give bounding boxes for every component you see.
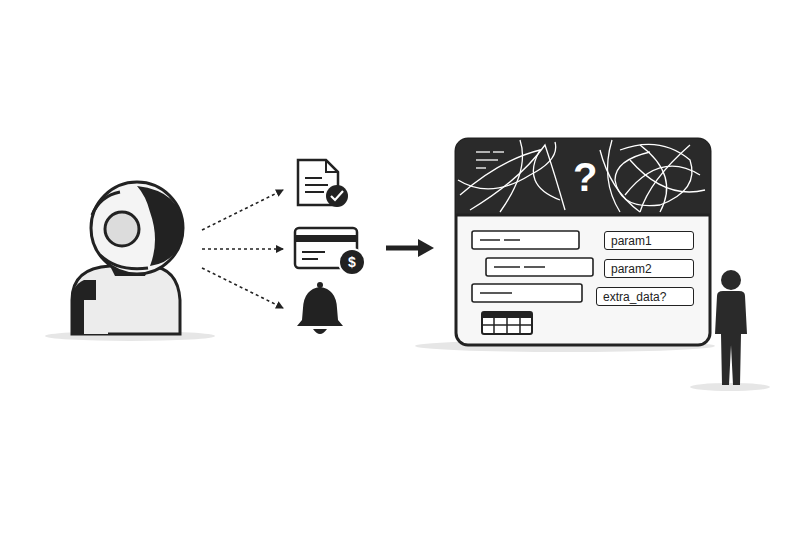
param-field: param1 xyxy=(604,231,694,250)
field-text: param1 xyxy=(611,235,652,247)
dollar-sign: $ xyxy=(348,255,356,269)
param-field: param2 xyxy=(604,259,694,278)
field-text: extra_data? xyxy=(603,291,666,303)
field-text: param2 xyxy=(611,263,652,275)
param-field: extra_data? xyxy=(596,287,694,306)
form-window: ? param1 param2 extra_data? xyxy=(456,139,710,345)
question-mark: ? xyxy=(573,157,597,197)
